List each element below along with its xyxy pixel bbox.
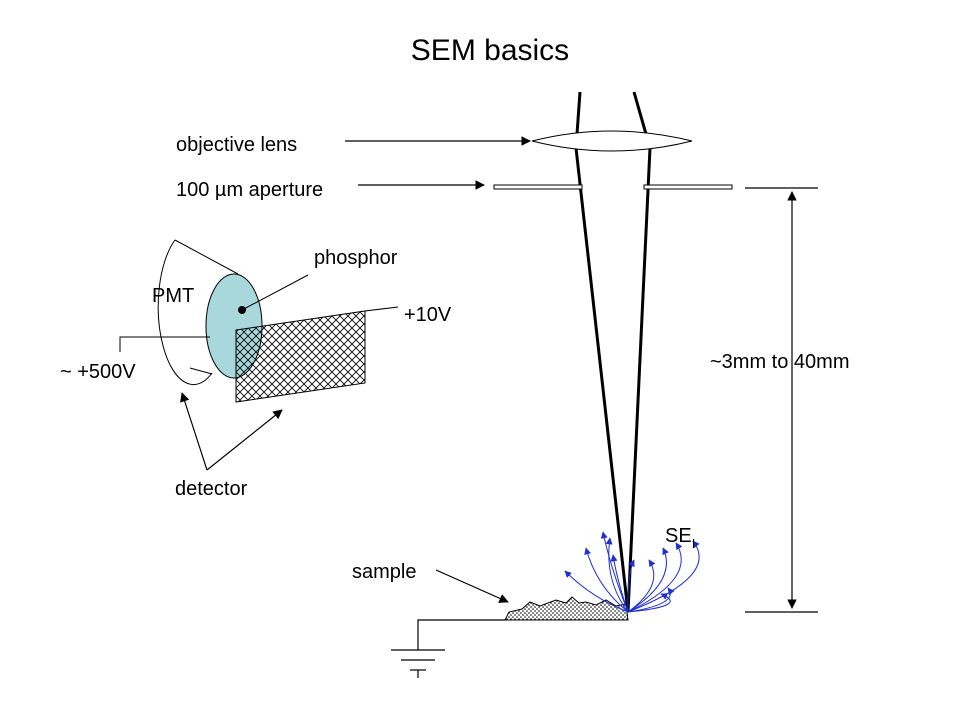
aperture-plates <box>493 184 733 190</box>
se-path <box>584 547 629 613</box>
sample-pointer <box>435 569 509 603</box>
sample-label: sample <box>352 561 416 583</box>
se-path <box>627 540 700 613</box>
pmt-bias-lead <box>119 336 210 352</box>
sample <box>504 596 629 621</box>
collector-grid <box>235 306 399 403</box>
se-path <box>605 537 629 613</box>
se-label-main: SE <box>665 525 692 547</box>
se-path <box>564 570 629 613</box>
pmt-label: PMT <box>152 285 194 307</box>
pmt-bias-label: ~ +500V <box>60 361 136 383</box>
phosphor-pointer <box>241 274 309 311</box>
distance-dimension <box>745 187 818 613</box>
se-path <box>627 587 675 613</box>
se-label: SEI <box>665 525 695 551</box>
detector-pointers <box>180 392 283 471</box>
ground-symbol-icon <box>391 619 505 678</box>
se-label-subscript: I <box>692 536 696 551</box>
collector-bias-label: +10V <box>404 304 452 326</box>
se-path <box>627 559 656 613</box>
objective-lens <box>531 130 693 152</box>
se-path <box>627 593 671 613</box>
secondary-electron-paths <box>564 531 700 613</box>
phosphor-label: phosphor <box>314 247 398 269</box>
electron-beam <box>574 91 652 613</box>
se-path <box>627 542 683 613</box>
se-path <box>627 559 635 613</box>
distance-label: ~3mm to 40mm <box>710 351 849 373</box>
aperture-label: 100 µm aperture <box>176 179 323 201</box>
detector-label: detector <box>175 478 248 500</box>
objective-lens-label: objective lens <box>176 134 297 156</box>
se-path <box>627 547 669 613</box>
diagram-title: SEM basics <box>411 34 569 67</box>
se-path <box>610 554 629 613</box>
